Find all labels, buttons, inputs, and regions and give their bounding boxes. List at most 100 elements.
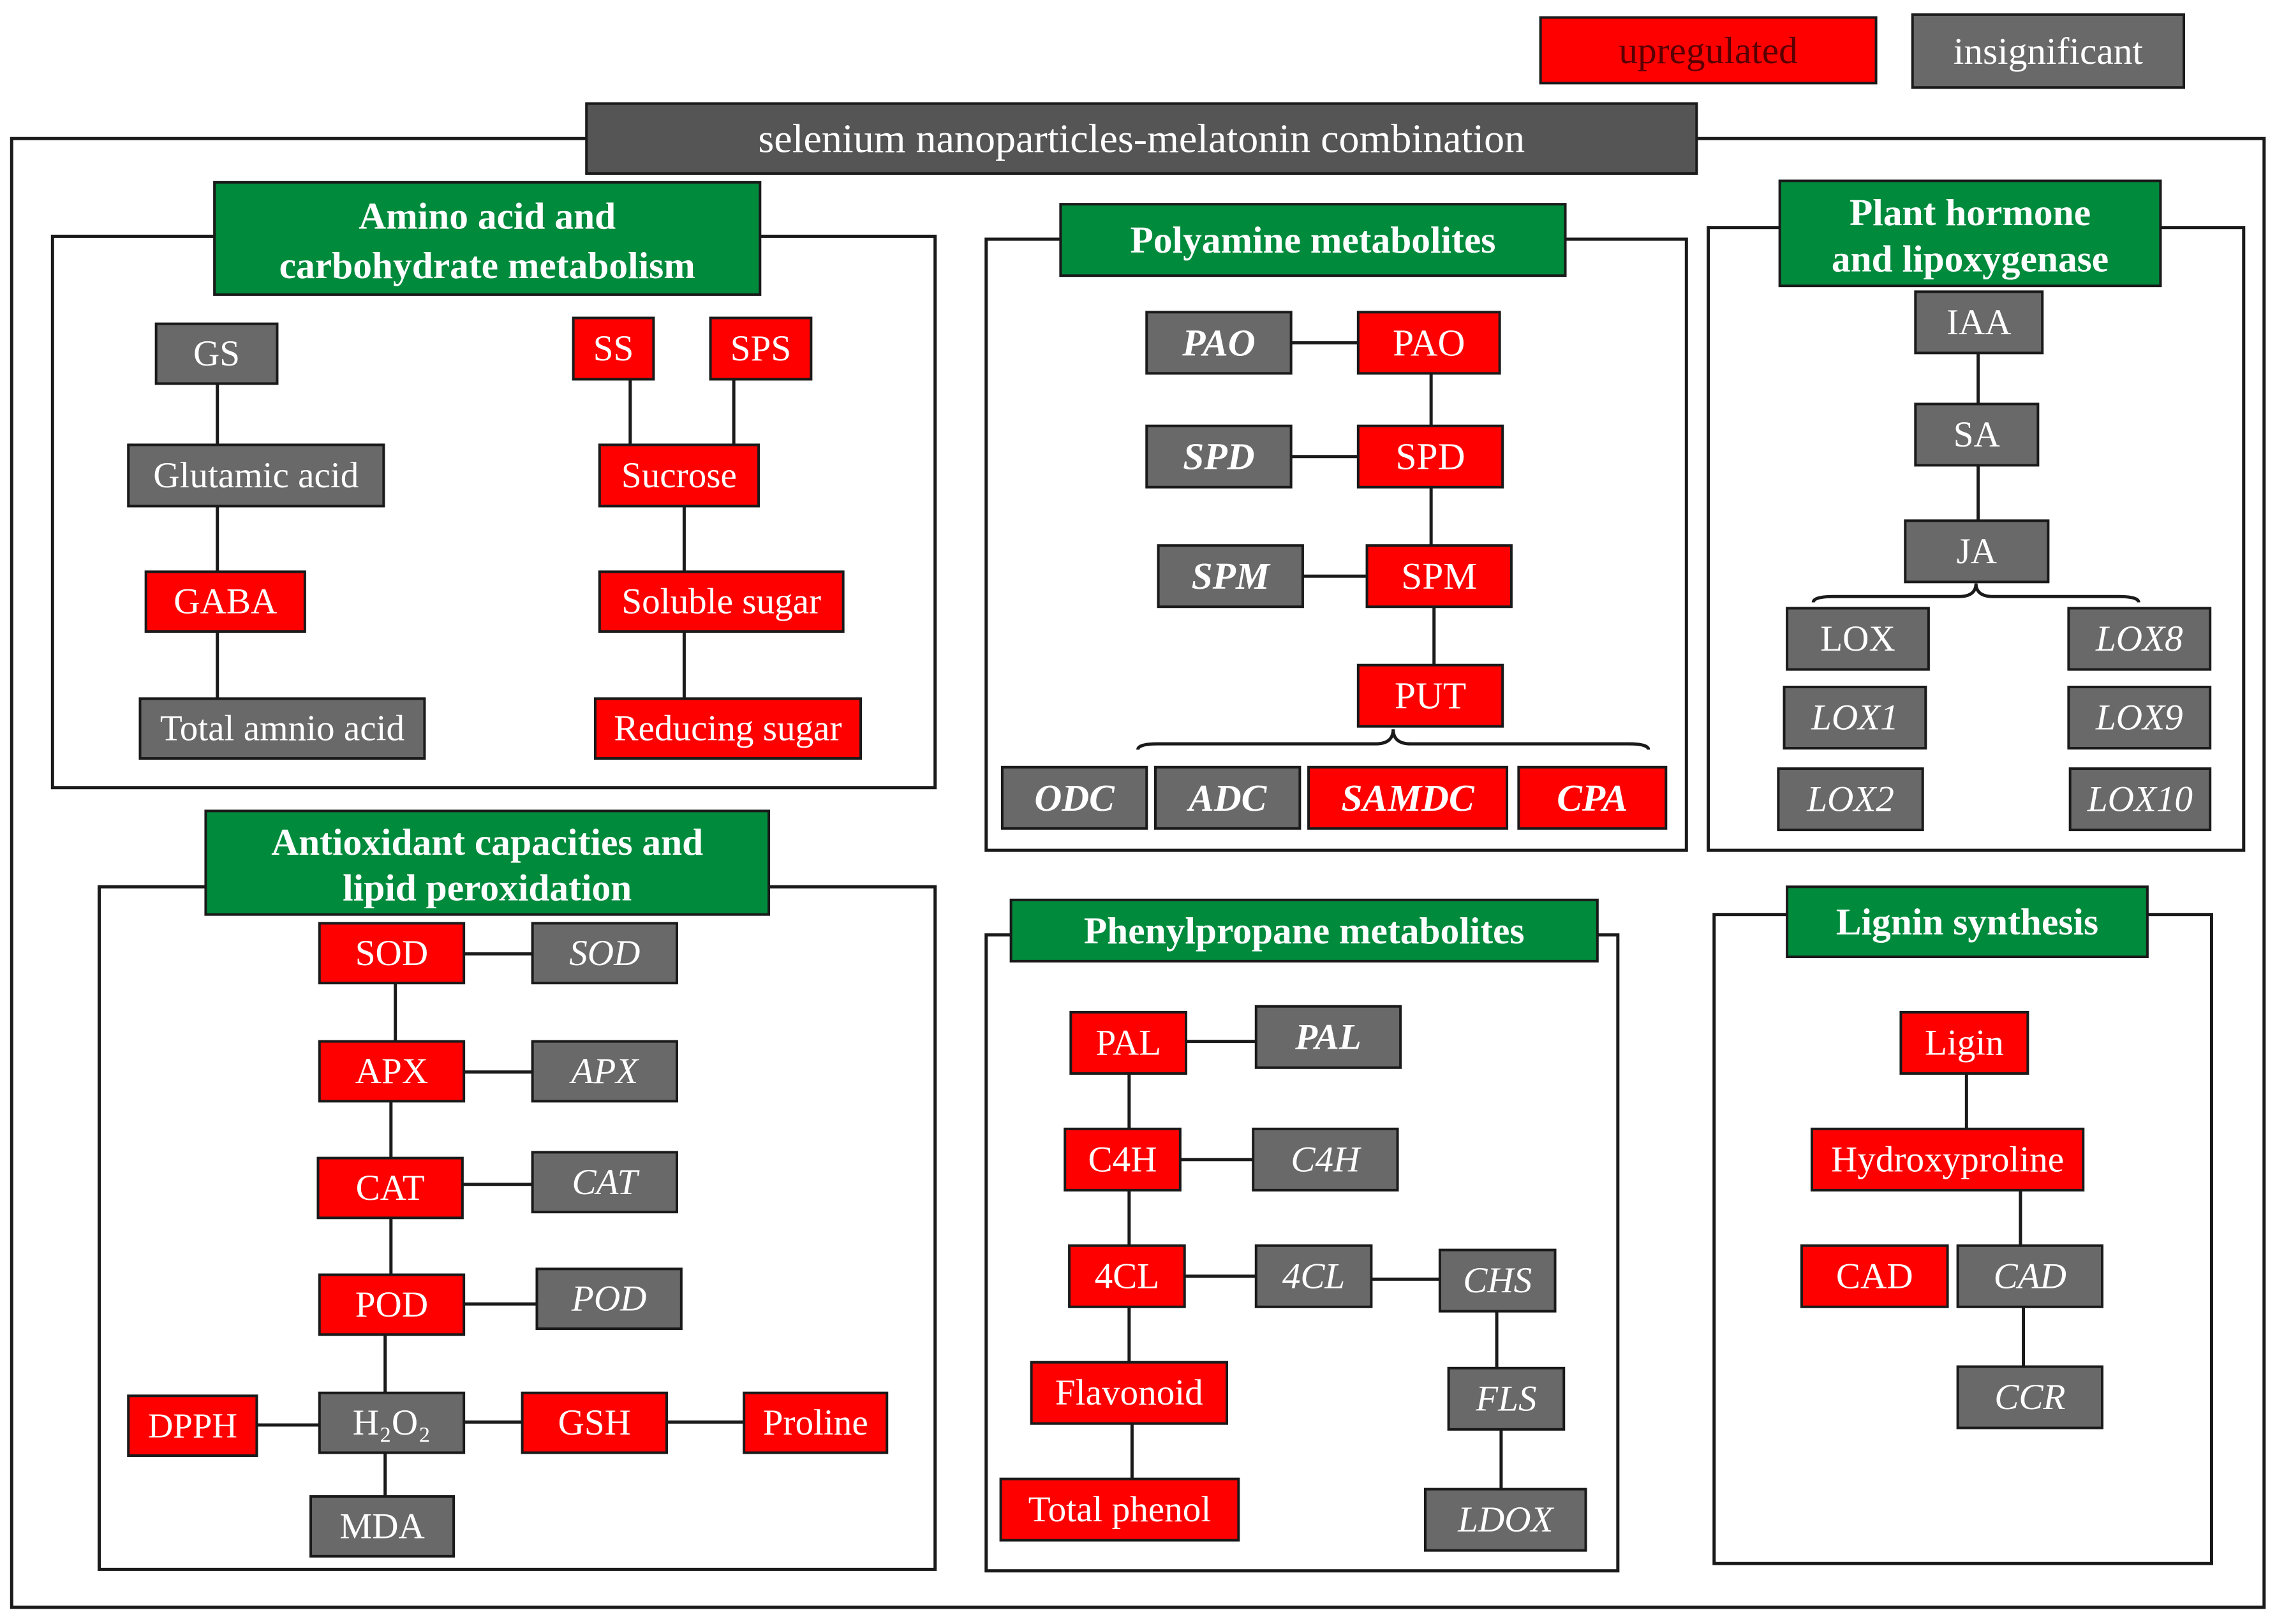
node-fourcl: 4CL [1068, 1244, 1186, 1308]
node-cat-label: CAT [356, 1168, 425, 1208]
header-hormone-text: and lipoxygenase [1832, 237, 2109, 279]
node-soluble-sugar-label: Soluble sugar [621, 582, 821, 622]
node-cad-gene-label: CAD [1994, 1256, 2066, 1296]
hormone-brace [1811, 583, 2140, 603]
node-ldox-label: LDOX [1457, 1500, 1554, 1540]
node-total-amino-label: Total amnio acid [160, 709, 404, 749]
node-lox-label: LOX [1820, 619, 1895, 659]
node-lox1-label: LOX1 [1811, 698, 1899, 738]
node-pao-gene-label: PAO [1182, 321, 1255, 364]
node-gs-label: GS [193, 334, 240, 374]
node-samdc: SAMDC [1307, 765, 1509, 830]
node-cat: CAT [316, 1156, 464, 1220]
node-apx-gene-label: APX [568, 1051, 639, 1091]
node-fls: FLS [1447, 1366, 1566, 1431]
header-amino: Amino acid and carbohydrate metabolism [213, 181, 762, 296]
main-title: selenium nanoparticles-melatonin combina… [585, 102, 1698, 175]
node-lox1: LOX1 [1783, 685, 1927, 750]
header-antioxidant-text: lipid peroxidation [343, 866, 632, 908]
node-spd-gene-label: SPD [1183, 436, 1254, 478]
node-lox2-label: LOX2 [1806, 779, 1894, 820]
node-h2o2-label: H₂O₂ [353, 1403, 431, 1443]
node-hydroxyproline: Hydroxyproline [1810, 1127, 2085, 1192]
node-total-phenol-label: Total phenol [1028, 1489, 1211, 1530]
node-c4h: C4H [1064, 1127, 1182, 1192]
node-ss-label: SS [593, 328, 634, 369]
node-lox9-label: LOX9 [2095, 698, 2183, 738]
node-chs-label: CHS [1463, 1260, 1532, 1301]
node-total-phenol: Total phenol [999, 1477, 1240, 1542]
node-adc-label: ADC [1186, 777, 1268, 819]
header-antioxidant-text: Antioxidant capacities and [271, 821, 703, 863]
node-pod-label: POD [355, 1285, 428, 1325]
node-put-label: PUT [1395, 675, 1466, 717]
node-ja: JA [1904, 519, 2050, 584]
node-cat-gene-label: CAT [572, 1162, 640, 1202]
main-title-label: selenium nanoparticles-melatonin combina… [758, 116, 1525, 161]
header-hormone-text: Plant hormone [1850, 191, 2091, 233]
node-cad: CAD [1800, 1244, 1949, 1308]
node-reducing-sugar: Reducing sugar [593, 697, 863, 760]
node-dpph-label: DPPH [148, 1406, 237, 1445]
node-sps: SPS [709, 316, 813, 381]
node-cpa: CPA [1517, 765, 1668, 830]
node-pal: PAL [1069, 1010, 1188, 1075]
node-cad-gene: CAD [1956, 1244, 2103, 1308]
node-sps-label: SPS [730, 328, 791, 369]
node-proline-label: Proline [763, 1403, 868, 1443]
node-glutamic-label: Glutamic acid [153, 455, 359, 496]
node-reducing-sugar-label: Reducing sugar [614, 709, 842, 749]
node-lox10-label: LOX10 [2087, 779, 2193, 820]
node-c4h-label: C4H [1088, 1139, 1157, 1179]
node-pao: PAO [1356, 311, 1501, 375]
node-lox9: LOX9 [2067, 685, 2212, 750]
legend-upregulated-label: upregulated [1619, 29, 1798, 71]
node-spd-gene: SPD [1145, 424, 1293, 489]
legend-insignificant: insignificant [1911, 13, 2186, 89]
node-iaa: IAA [1914, 290, 2044, 355]
node-spd-label: SPD [1395, 436, 1465, 478]
node-apx: APX [318, 1040, 466, 1103]
node-lox: LOX [1786, 607, 1930, 671]
node-ligin-label: Ligin [1925, 1022, 2004, 1063]
node-sod-gene: SOD [531, 922, 678, 985]
legend-insignificant-label: insignificant [1954, 30, 2144, 72]
node-c4h-gene: C4H [1252, 1127, 1399, 1192]
header-phenylpropane: Phenylpropane metabolites [1009, 898, 1599, 963]
node-cpa-label: CPA [1557, 777, 1628, 819]
node-ccr: CCR [1956, 1365, 2103, 1429]
node-hydroxyproline-label: Hydroxyproline [1831, 1139, 2064, 1179]
node-lox2: LOX2 [1777, 767, 1924, 832]
node-gaba-label: GABA [174, 582, 277, 622]
node-iaa-label: IAA [1947, 302, 2012, 343]
node-pao-label: PAO [1393, 321, 1465, 364]
node-proline: Proline [743, 1391, 889, 1454]
node-fourcl-gene: 4CL [1254, 1244, 1373, 1308]
node-ss: SS [572, 316, 655, 381]
header-amino-text: carbohydrate metabolism [279, 244, 695, 286]
node-sucrose: Sucrose [598, 443, 760, 508]
node-spd: SPD [1356, 424, 1504, 489]
node-lox10: LOX10 [2068, 767, 2212, 832]
node-pod-gene: POD [535, 1267, 683, 1331]
node-sod-label: SOD [355, 933, 428, 973]
header-amino-text: Amino acid and [359, 195, 616, 237]
header-phenylpropane-text: Phenylpropane metabolites [1084, 910, 1525, 952]
node-sa: SA [1914, 402, 2040, 467]
node-flavonoid-label: Flavonoid [1055, 1373, 1203, 1413]
node-ldox: LDOX [1424, 1487, 1587, 1552]
node-odc-label: ODC [1034, 777, 1115, 819]
node-flavonoid: Flavonoid [1030, 1361, 1229, 1425]
node-spm: SPM [1365, 544, 1513, 609]
node-cad-label: CAD [1836, 1256, 1913, 1296]
header-lignin: Lignin synthesis [1786, 885, 2149, 959]
header-lignin-text: Lignin synthesis [1836, 901, 2098, 943]
node-ligin: Ligin [1899, 1010, 2029, 1075]
node-gs: GS [154, 322, 279, 385]
node-pod: POD [318, 1273, 466, 1336]
node-c4h-gene-label: C4H [1291, 1139, 1361, 1179]
node-fourcl-gene-label: 4CL [1282, 1256, 1346, 1296]
node-gsh: GSH [521, 1391, 668, 1454]
